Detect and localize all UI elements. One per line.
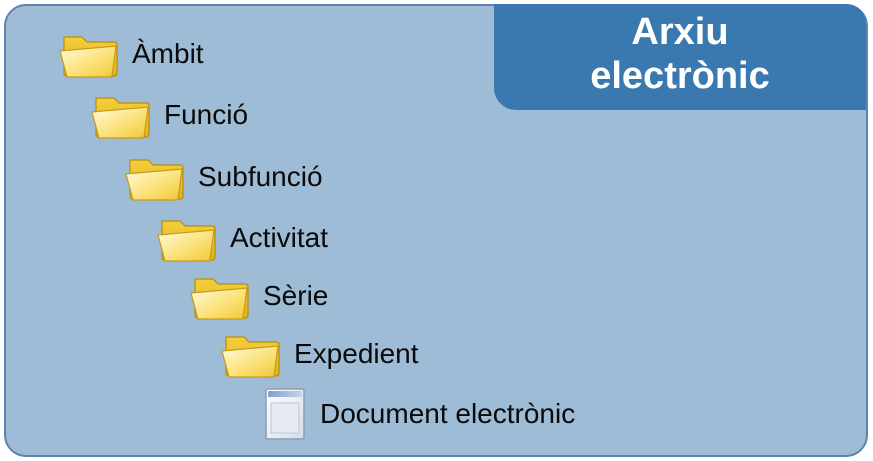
level-label: Subfunció [198,161,323,192]
title-badge: Arxiu electrònic [494,4,866,110]
folder-icon [91,97,150,139]
title-line-1: Arxiu [631,11,729,53]
level-label: Document electrònic [320,398,576,429]
level-ambit: Àmbit [58,25,204,83]
title-line-2: electrònic [590,55,770,97]
folder-icon [157,220,216,262]
level-label: Activitat [230,222,329,253]
level-label: Expedient [294,338,419,369]
folder-icon [59,36,118,78]
level-document: Document electrònic [254,385,575,443]
level-serie: Sèrie [189,267,328,325]
level-label: Àmbit [132,38,204,69]
folder-icon [125,159,184,201]
level-expedient: Expedient [220,325,419,383]
document-icon [265,388,305,440]
level-label: Funció [164,99,249,130]
level-subfuncio: Subfunció [124,148,323,206]
folder-icon [221,336,280,378]
level-activitat: Activitat [156,209,328,267]
folder-icon [190,278,249,320]
level-label: Sèrie [263,280,329,311]
level-funcio: Funció [90,86,248,144]
